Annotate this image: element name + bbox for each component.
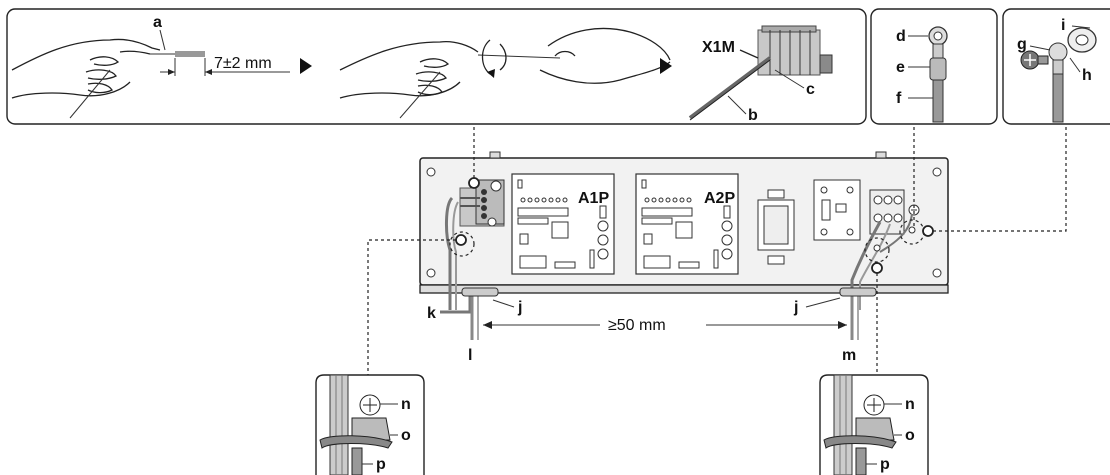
ring-terminal-panel: d e f	[870, 8, 998, 125]
label-c: c	[806, 81, 815, 98]
right-terminal-block	[869, 189, 920, 235]
breaker-icon	[813, 179, 861, 241]
switch-box: A1P A2P	[419, 151, 949, 310]
spacing-dimension	[483, 321, 847, 329]
label-f: f	[896, 90, 902, 107]
label-h: h	[1082, 67, 1092, 84]
label-p-right: p	[880, 456, 890, 473]
pcb-a1p-label: A1P	[578, 190, 609, 207]
transformer-icon	[757, 189, 795, 265]
pcb-a1p	[511, 173, 615, 275]
pcb-a2p-label: A2P	[704, 190, 735, 207]
strip-length-text: 7±2 mm	[214, 55, 272, 72]
label-j-left: j	[517, 299, 522, 316]
spacing-text: ≥50 mm	[608, 317, 666, 334]
label-d: d	[896, 28, 906, 45]
label-p-left: p	[376, 456, 386, 473]
screw-washer-panel: i g h	[1002, 8, 1110, 125]
label-a: a	[153, 14, 162, 31]
label-n-left: n	[401, 396, 411, 413]
label-l: l	[468, 347, 472, 364]
arrow-right-icon	[300, 58, 312, 74]
strip-length-dimension	[160, 58, 290, 76]
label-e: e	[896, 59, 905, 76]
pcb-a2p	[635, 173, 739, 275]
label-g: g	[1017, 36, 1027, 53]
label-k: k	[427, 305, 436, 322]
cable-clamp-detail-left	[315, 374, 425, 475]
hand-holding-wire-icon	[11, 38, 205, 119]
terminal-block-label: X1M	[702, 39, 735, 56]
label-i: i	[1061, 17, 1065, 34]
label-j-right: j	[793, 299, 798, 316]
label-n-right: n	[905, 396, 915, 413]
cable-clamp-detail-right	[819, 374, 929, 475]
label-o-right: o	[905, 427, 915, 444]
arrow-right-icon-2	[660, 58, 672, 74]
label-m: m	[842, 347, 856, 364]
callout-leaders	[367, 124, 1067, 378]
terminal-block-icon	[739, 25, 833, 76]
wire-stripping-panel: a 7±2 mm	[6, 8, 867, 125]
label-o-left: o	[401, 427, 411, 444]
left-terminal-block	[459, 179, 505, 227]
hand-twisting-wire-icon	[339, 27, 671, 119]
cable-routing	[440, 287, 877, 340]
label-b: b	[748, 107, 758, 124]
screw-icon	[1020, 50, 1049, 70]
